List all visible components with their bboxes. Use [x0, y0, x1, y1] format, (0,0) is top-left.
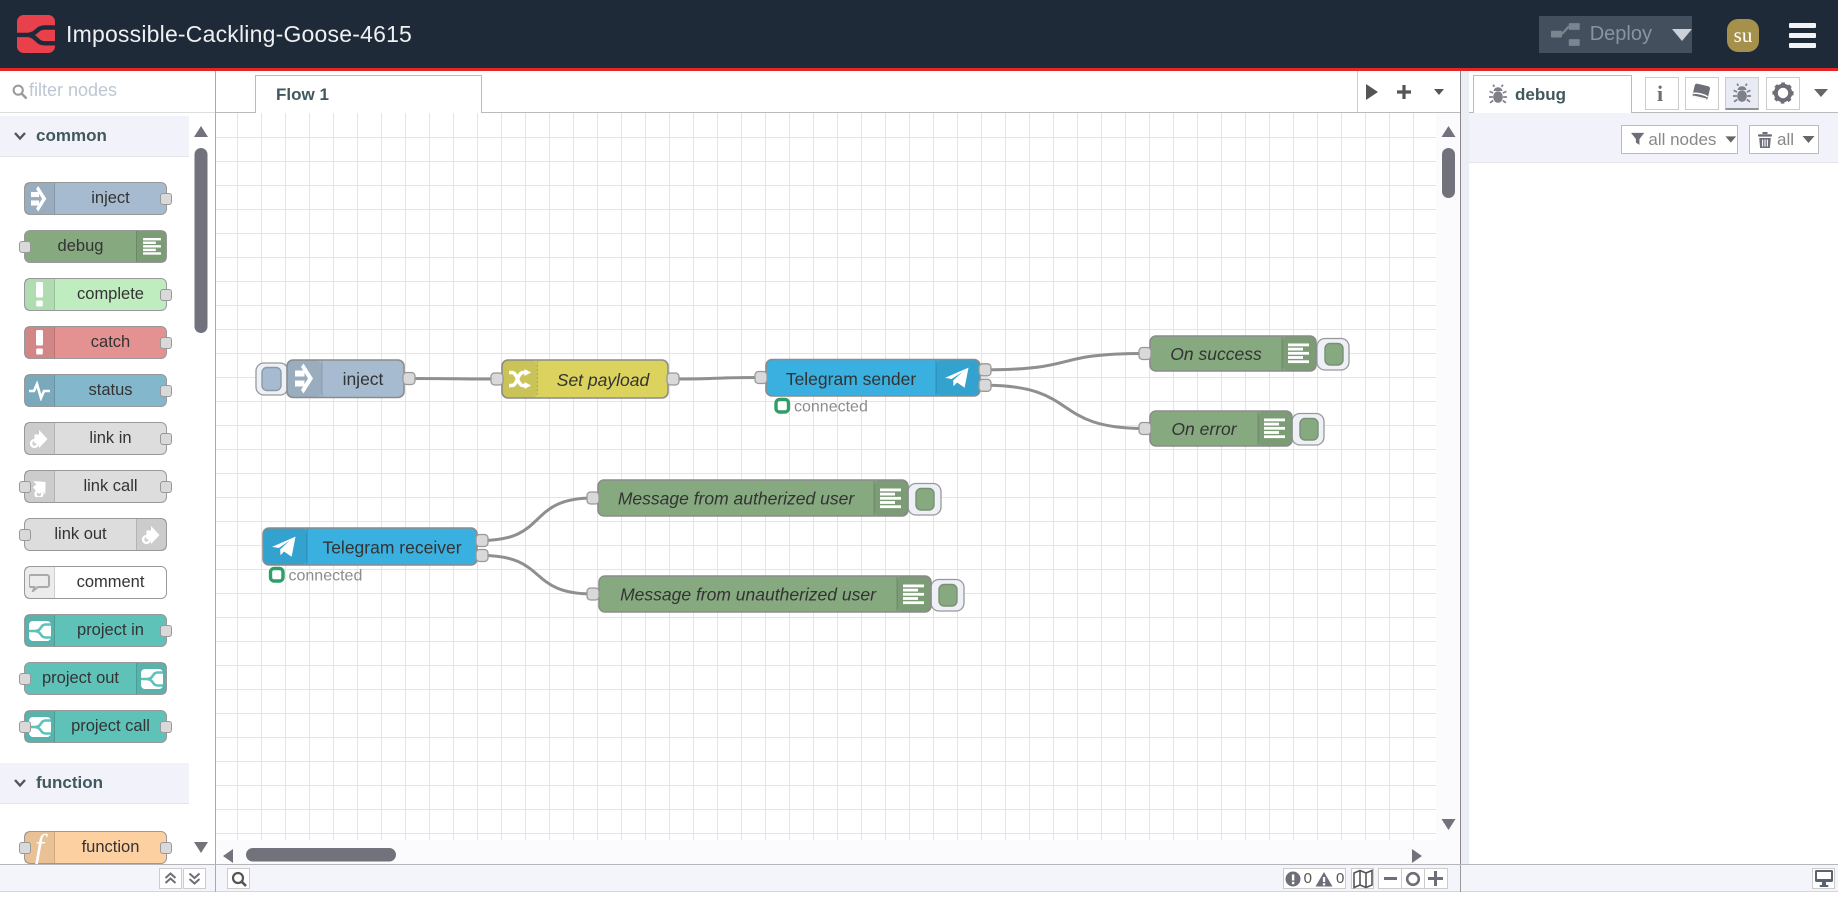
- svg-text:Message from autherized user: Message from autherized user: [618, 489, 856, 509]
- svg-text:On success: On success: [1170, 344, 1262, 364]
- svg-text:Telegram receiver: Telegram receiver: [322, 538, 461, 558]
- svg-text:Set payload: Set payload: [557, 370, 651, 390]
- svg-text:connected: connected: [289, 568, 363, 585]
- svg-text:connected: connected: [794, 399, 868, 416]
- svg-text:Message from unautherized user: Message from unautherized user: [620, 585, 877, 605]
- svg-text:inject: inject: [343, 369, 384, 389]
- svg-text:On error: On error: [1171, 419, 1237, 439]
- svg-text:i: i: [1657, 83, 1663, 103]
- svg-text:Telegram sender: Telegram sender: [786, 369, 917, 389]
